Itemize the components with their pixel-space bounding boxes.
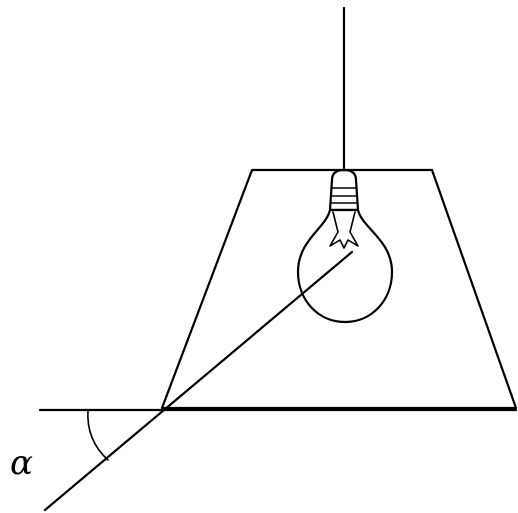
lamp-shade [160,168,518,410]
bulb-glass [296,208,394,324]
light-bulb-icon [296,168,394,324]
light-ray [43,250,354,512]
bulb-filament [329,211,359,249]
angle-arc [87,409,109,461]
bulb-socket [328,168,360,212]
angle-label: α [10,443,33,483]
